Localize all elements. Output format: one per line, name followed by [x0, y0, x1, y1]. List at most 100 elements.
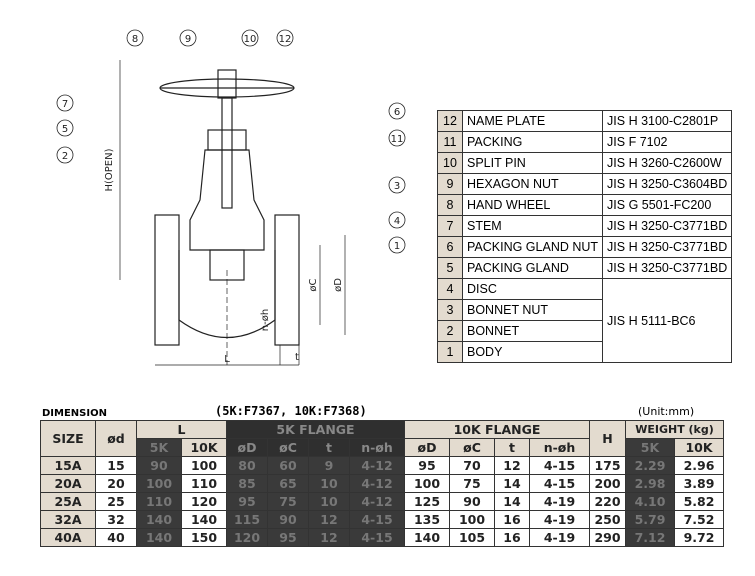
part-number: 12	[437, 110, 463, 132]
part-name: SPLIT PIN	[461, 152, 604, 174]
dimension-cell: 120	[181, 492, 227, 511]
dim-l: L	[224, 354, 230, 365]
dimension-cell: 4-19	[529, 492, 590, 511]
part-number: 5	[437, 257, 463, 279]
dimension-cell: 75	[267, 492, 309, 511]
dimension-cell: 2.29	[625, 456, 675, 475]
dimension-cell: 2.96	[674, 456, 724, 475]
part-spec: JIS G 5501-FC200	[602, 194, 733, 216]
dimension-cell: 100	[136, 474, 182, 493]
dim-t: t	[295, 352, 299, 363]
callout-7: 7	[62, 99, 68, 110]
subheader-cell: 10K	[181, 438, 227, 457]
callout-8: 8	[132, 34, 138, 45]
header-d: ød	[95, 420, 137, 457]
dimension-cell: 135	[404, 510, 450, 529]
valve-outline	[119, 60, 346, 366]
dimension-cell: 4.10	[625, 492, 675, 511]
dimension-table: SIZE ød L 5K FLANGE 10K FLANGE H WEIGHT …	[40, 420, 724, 547]
dimension-cell: 4-12	[349, 456, 405, 475]
callout-11: 11	[391, 134, 404, 145]
dimension-cell: 90	[449, 492, 495, 511]
callout-10: 10	[244, 34, 257, 45]
dimension-cell: 10	[308, 492, 350, 511]
callout-6: 6	[394, 107, 400, 118]
subheader-cell: 5K	[136, 438, 182, 457]
dimension-cell: 120	[226, 528, 268, 547]
part-spec: JIS H 3250-C3771BD	[602, 236, 733, 258]
dimension-cell: 14	[494, 474, 530, 493]
part-name: HEXAGON NUT	[461, 173, 604, 195]
dimension-cell: 10	[308, 474, 350, 493]
subheader-cell: 5K	[625, 438, 675, 457]
dimension-cell: 3.89	[674, 474, 724, 493]
dim-n-h: n-øh	[260, 309, 271, 331]
part-number: 11	[437, 131, 463, 153]
dimension-cell: 9	[308, 456, 350, 475]
dim-phi-c: øC	[308, 278, 319, 291]
part-number: 8	[437, 194, 463, 216]
dimension-cell: 90	[267, 510, 309, 529]
part-name: BODY	[461, 341, 604, 363]
dimension-cell: 7.12	[625, 528, 675, 547]
dimension-cell: 25A	[40, 492, 96, 511]
dimension-cell: 75	[449, 474, 495, 493]
dimension-cell: 100	[404, 474, 450, 493]
dimension-cell: 4-19	[529, 510, 590, 529]
part-spec: JIS H 3250-C3771BD	[602, 215, 733, 237]
dimension-cell: 85	[226, 474, 268, 493]
dimension-cell: 4-15	[349, 528, 405, 547]
part-name: PACKING GLAND	[461, 257, 604, 279]
part-number: 10	[437, 152, 463, 174]
part-number: 1	[437, 341, 463, 363]
part-number: 4	[437, 278, 463, 300]
header-10k-flange: 10K FLANGE	[404, 420, 590, 439]
part-name: HAND WHEEL	[461, 194, 604, 216]
part-spec: JIS H 3250-C3771BD	[602, 257, 733, 279]
part-name: BONNET	[461, 320, 604, 342]
dimension-cell: 16	[494, 528, 530, 547]
dimension-cell: 90	[136, 456, 182, 475]
dimension-cell: 140	[404, 528, 450, 547]
dimension-cell: 250	[589, 510, 626, 529]
part-name: BONNET NUT	[461, 299, 604, 321]
dimension-cell: 40A	[40, 528, 96, 547]
part-name: PACKING	[461, 131, 604, 153]
dimension-cell: 12	[494, 456, 530, 475]
header-h: H	[589, 420, 626, 457]
dimension-cell: 32A	[40, 510, 96, 529]
dimension-cell: 95	[404, 456, 450, 475]
dimension-cell: 16	[494, 510, 530, 529]
callouts	[56, 29, 406, 254]
dimension-cell: 100	[181, 456, 227, 475]
callout-2: 2	[62, 151, 68, 162]
dimension-cell: 2.98	[625, 474, 675, 493]
subheader-cell: n-øh	[349, 438, 405, 457]
part-spec: JIS H 3100-C2801P	[602, 110, 733, 132]
callout-12: 12	[279, 34, 292, 45]
dimension-cell: 4-12	[349, 492, 405, 511]
dimension-cell: 60	[267, 456, 309, 475]
dimension-cell: 110	[181, 474, 227, 493]
dimension-cell: 220	[589, 492, 626, 511]
dimension-cell: 290	[589, 528, 626, 547]
dimension-cell: 7.52	[674, 510, 724, 529]
dimension-cell: 15	[95, 456, 137, 475]
subheader-cell: t	[308, 438, 350, 457]
header-size: SIZE	[40, 420, 96, 457]
dimension-cell: 95	[226, 492, 268, 511]
dimension-cell: 12	[308, 510, 350, 529]
